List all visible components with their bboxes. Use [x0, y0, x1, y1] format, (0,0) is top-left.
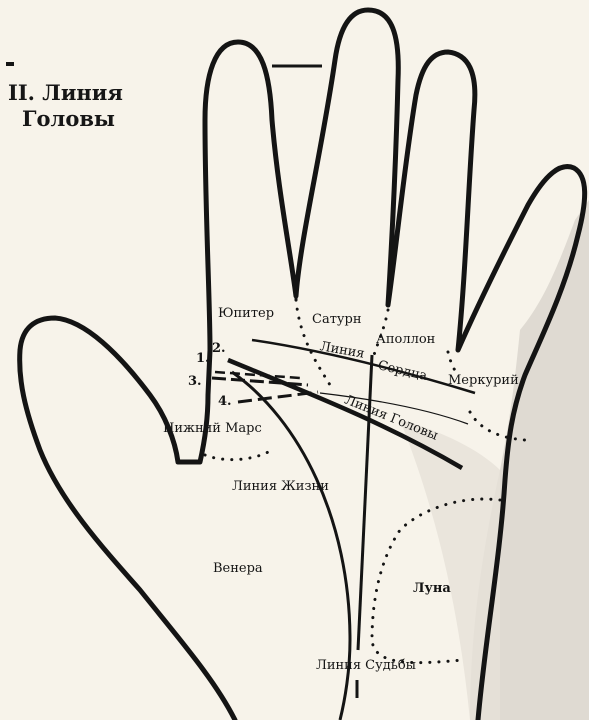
saturn-label: Сатурн	[312, 313, 362, 326]
title-line-2: Головы	[8, 106, 123, 132]
head-line-origin-1: 1.	[196, 352, 210, 365]
diagram-title: II. Линия Головы	[8, 80, 123, 132]
venus-label: Венера	[213, 562, 263, 575]
apollo-label: Аполлон	[376, 333, 435, 346]
mercury-label: Меркурий	[448, 374, 519, 387]
head-line-origin-4: 4.	[218, 395, 232, 408]
apollo-mercury-boundary	[448, 352, 456, 372]
fate-line-label: Линия Судьбы	[316, 659, 416, 672]
head-line-start-3	[212, 378, 308, 385]
jupiter-label: Юпитер	[218, 307, 274, 320]
head-line-origin-3: 3.	[188, 375, 202, 388]
life-line-label: Линия Жизни	[232, 480, 329, 493]
moon-label: Луна	[413, 582, 451, 595]
head-line-origin-2: 2.	[212, 342, 226, 355]
head-line-start-4	[238, 392, 318, 402]
title-line-1: II. Линия	[8, 80, 123, 105]
lower-mars-boundary	[205, 448, 275, 460]
lower-mars-label: Нижний Марс	[163, 422, 262, 435]
